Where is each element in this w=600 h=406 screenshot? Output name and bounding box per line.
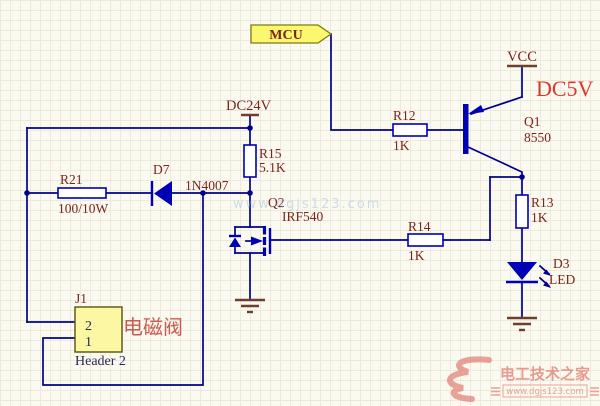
power-dc24v: DC24V [226,98,272,117]
center-watermark-text: www.dgjs123.com [233,197,381,212]
wires [26,33,524,386]
q2-channel-arrow [251,236,263,246]
junction-dots [24,125,525,196]
wire-j1-pin1-return [42,192,204,386]
j1-body [74,306,123,353]
q2-bodydiode-triangle [229,237,241,247]
site-url-text: www.dgjs123.com [506,387,583,397]
junction-left [24,190,30,196]
mcu-flag-shape [250,24,333,44]
r15-value: 5.1K [259,160,286,175]
mcu-port: MCU [250,24,333,44]
q1-ref: Q1 [524,114,541,129]
dc24v-label: DC24V [226,98,272,114]
r14-ref: R14 [408,219,431,234]
power-vcc: VCC DC5V [507,49,594,101]
j1-footprint: Header 2 [75,354,126,369]
diode-d7: D7 1N4007 [150,162,229,206]
site-name-text: 电工技术之家 [500,365,590,383]
j1-pin2-number: 2 [85,319,92,334]
r13-body [515,194,529,229]
r13-value: 1K [531,210,548,225]
j1-annotation-solenoid: 电磁阀 [123,315,183,339]
junction-collector [519,174,525,180]
r12-value: 1K [393,138,410,153]
wire-q1-collector [466,145,523,178]
site-url-box [502,384,588,398]
site-logo [447,356,492,402]
led-d3: D3 LED [506,256,575,288]
junction-return [200,190,206,196]
q1-emitter-arrow [468,105,484,114]
resistor-r12: R12 1K [392,108,428,153]
d3-triangle [507,262,537,280]
r14-value: 1K [408,248,425,263]
d7-value: 1N4007 [185,178,229,193]
junction-dc24v [247,125,253,131]
r15-ref: R15 [259,146,282,161]
resistor-r13: R13 1K [515,194,554,229]
resistor-r14: R14 1K [407,219,444,263]
q2-value: IRF540 [282,209,324,224]
d3-ref: D3 [553,256,570,271]
resistor-r15: R15 5.1K [243,144,286,178]
dc5v-label: DC5V [536,76,594,101]
r14-body [407,233,444,247]
site-logo-swirl [447,356,492,402]
r21-value: 100/10W [58,201,109,216]
d7-triangle [154,181,172,206]
r15-body [243,144,257,178]
j1-ref: J1 [75,291,87,306]
q2-body-diode [229,226,241,254]
d3-arrow2-head [543,281,551,288]
r12-body [392,123,428,137]
resistor-r21: R21 100/10W [57,172,109,216]
r12-ref: R12 [393,108,416,123]
mcu-label: MCU [269,28,302,43]
site-url-dashes [491,387,599,396]
j1-pin1-number: 1 [85,335,92,350]
d7-ref: D7 [153,162,170,177]
r21-ref: R21 [60,172,83,187]
ground-q2 [235,298,265,314]
q1-base-bar [463,104,469,154]
connector-j1: J1 2 1 Header 2 电磁阀 [74,291,183,369]
site-watermark: 电工技术之家 www.dgjs123.com [447,356,599,402]
r21-body [57,187,107,199]
wire-mcu-to-r12 [330,33,394,131]
vcc-label: VCC [507,49,537,65]
mosfet-q2: Q2 IRF540 [229,195,324,256]
q1-value: 8550 [524,130,551,145]
d3-emission-arrows [538,264,551,288]
transistor-q1: Q1 8550 [463,104,551,154]
ground-led [507,316,537,332]
d3-value: LED [549,272,575,287]
q2-ref: Q2 [268,195,285,210]
junction-drain [247,190,253,196]
d3-arrow1-head [543,269,551,276]
r13-ref: R13 [531,195,554,210]
